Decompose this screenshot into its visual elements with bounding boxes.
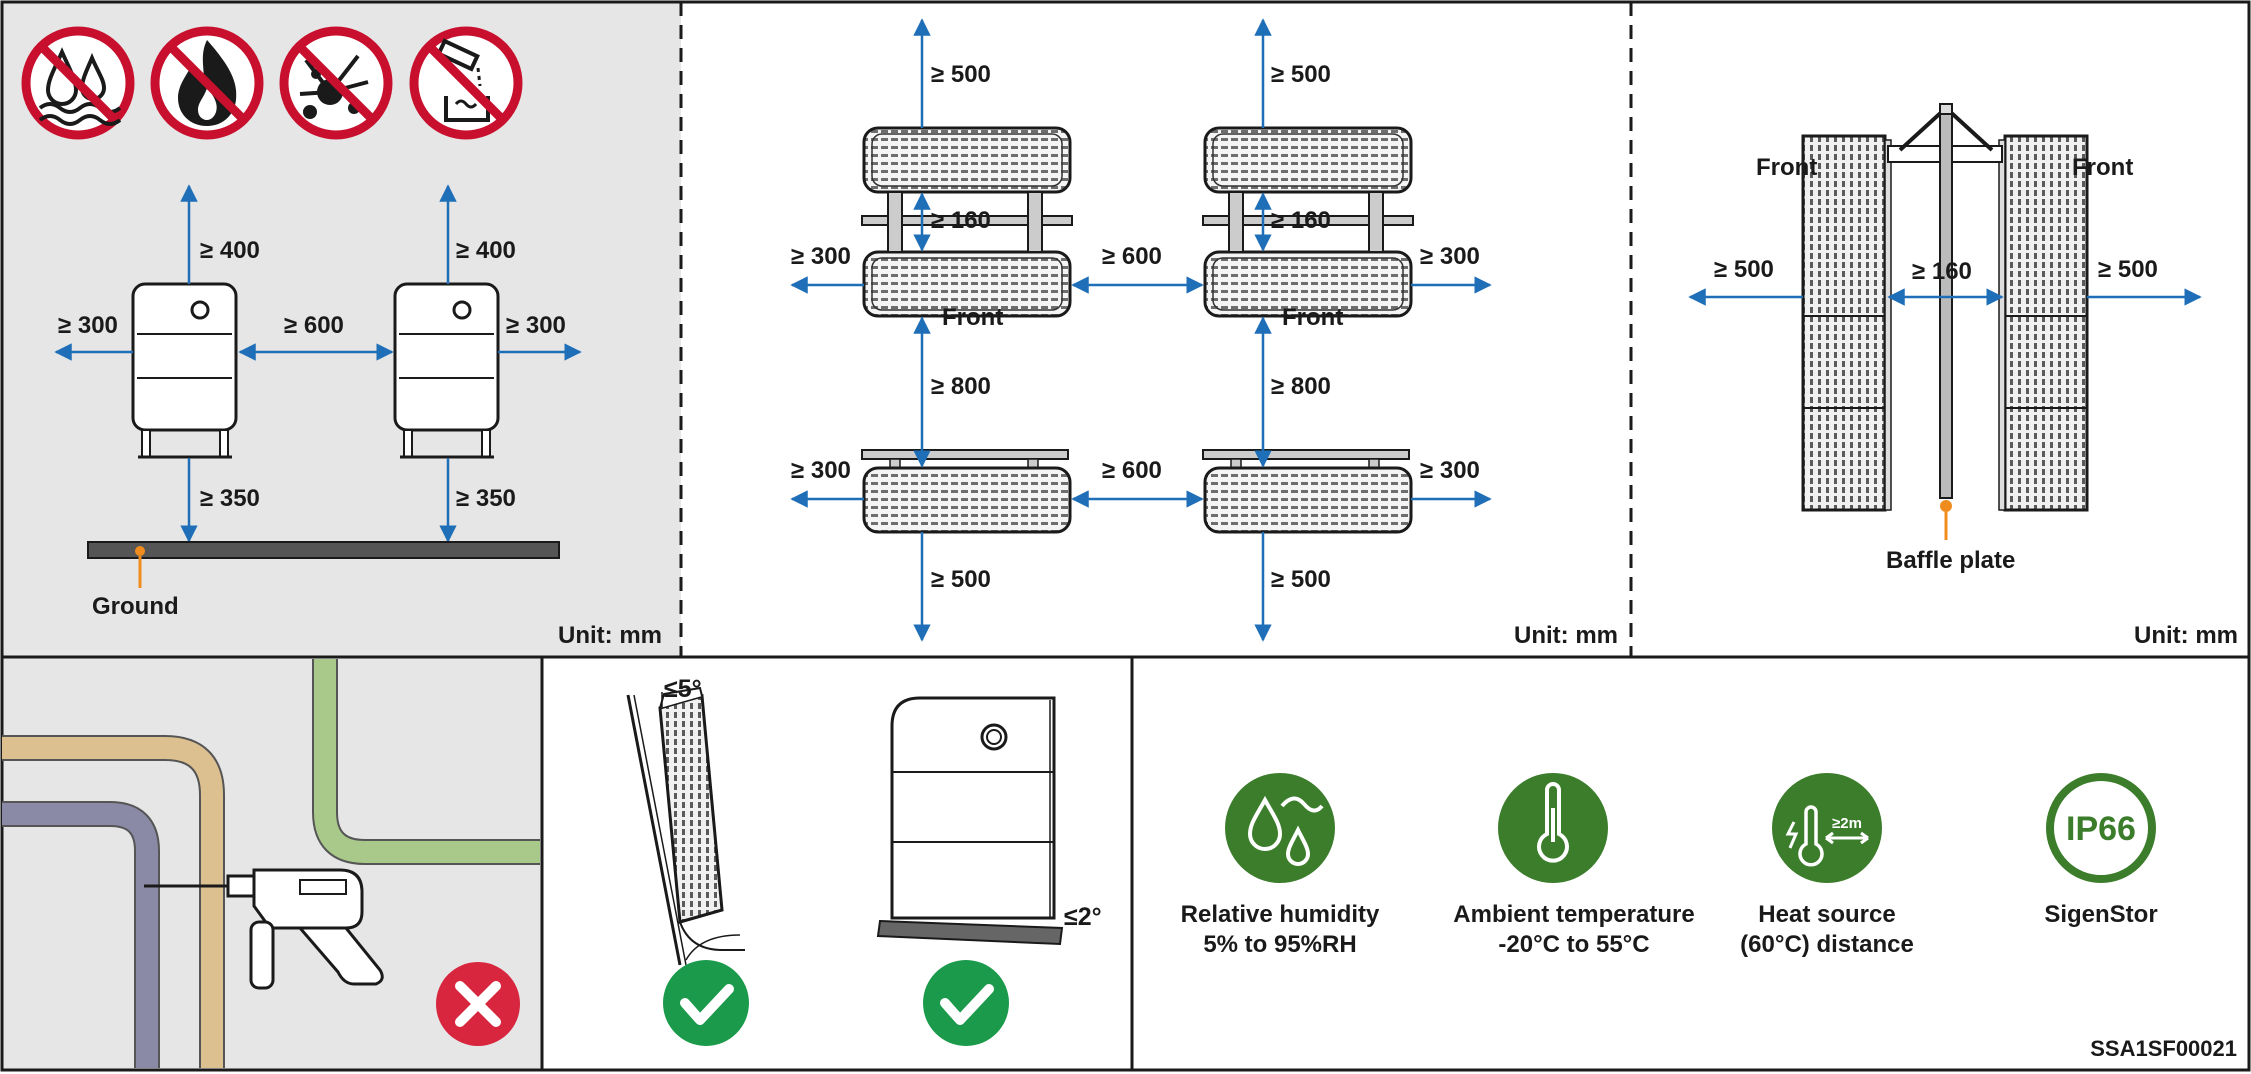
- ground-marker: [135, 546, 145, 556]
- p2-bottom-left-label: ≥ 500: [931, 566, 991, 593]
- p1-top-left-label: ≥ 400: [200, 237, 260, 264]
- ground-bar: [87, 541, 560, 559]
- baffle-unit-left: [1801, 134, 1892, 512]
- p2-middle-right-label: ≥ 800: [1271, 373, 1331, 400]
- fire-prohibited-icon: [150, 26, 264, 140]
- corrosive-prohibited-icon: [409, 26, 523, 140]
- humidity-icon: [1225, 773, 1335, 883]
- p3-unit: Unit: mm: [2134, 622, 2238, 649]
- p2-gap-right-label: ≥ 160: [1271, 207, 1331, 234]
- p1-arrows: [54, 184, 582, 543]
- heat-source-title: Heat source: [1758, 901, 1895, 928]
- wall-unit-left: [131, 282, 238, 459]
- p2-top-left-label: ≥ 500: [931, 61, 991, 88]
- p3-left-label: ≥ 500: [1714, 256, 1774, 283]
- ip66-icon: IP66: [2046, 773, 2156, 883]
- p1-left-label: ≥ 300: [58, 312, 118, 339]
- p1-right-label: ≥ 300: [506, 312, 566, 339]
- p2-middle-left-label: ≥ 800: [931, 373, 991, 400]
- temperature-range: -20°C to 55°C: [1498, 931, 1649, 958]
- p3-front-left-label: Front: [1756, 154, 1817, 181]
- top-view-single-left: [861, 449, 1072, 534]
- baffle-plate: [1887, 103, 2003, 540]
- p2-side-left-label-1: ≥ 300: [791, 243, 851, 270]
- floor-tilt-illustration: [876, 696, 1064, 946]
- p2-side-right-label-2: ≥ 300: [1420, 457, 1480, 484]
- water-prohibited-icon: [21, 26, 135, 140]
- p2-bottom-right-label: ≥ 500: [1271, 566, 1331, 593]
- top-view-single-right: [1202, 449, 1413, 534]
- p2-between-label-2: ≥ 600: [1102, 457, 1162, 484]
- p3-gap-label: ≥ 160: [1912, 258, 1972, 285]
- heat-distance-badge: ≥2m: [1832, 815, 1862, 832]
- p2-top-right-label: ≥ 500: [1271, 61, 1331, 88]
- wall-tilt-illustration: [626, 686, 745, 966]
- heat-source-icon: ≥2m: [1772, 773, 1882, 883]
- wall-unit-right: [393, 282, 500, 459]
- thermometer-icon: [1498, 773, 1608, 883]
- humidity-title: Relative humidity: [1181, 901, 1380, 928]
- top-view-pair-right: [1202, 126, 1414, 318]
- ground-label: Ground: [92, 593, 179, 620]
- p2-gap-left-label: ≥ 160: [931, 207, 991, 234]
- drill-icon: [144, 868, 384, 990]
- baffle-label: Baffle plate: [1886, 547, 2015, 574]
- floor-angle-label: ≤2°: [1064, 903, 1102, 931]
- check-icon-1: [663, 960, 749, 1046]
- pipes-illustration: [2, 659, 540, 1068]
- explosive-prohibited-icon: [279, 26, 393, 140]
- p2-front-left-label: Front: [942, 304, 1003, 331]
- product-name: SigenStor: [2044, 901, 2157, 928]
- top-view-pair-left: [861, 126, 1073, 318]
- ip-rating-badge: IP66: [2066, 810, 2136, 848]
- p1-top-right-label: ≥ 400: [456, 237, 516, 264]
- p1-bottom-right-label: ≥ 350: [456, 485, 516, 512]
- p2-between-label-1: ≥ 600: [1102, 243, 1162, 270]
- baffle-unit-right: [1998, 134, 2089, 512]
- p3-front-right-label: Front: [2072, 154, 2133, 181]
- not-allowed-icon: [436, 962, 520, 1046]
- temperature-title: Ambient temperature: [1453, 901, 1694, 928]
- check-icon-2: [923, 960, 1009, 1046]
- humidity-range: 5% to 95%RH: [1203, 931, 1356, 958]
- p1-bottom-left-label: ≥ 350: [200, 485, 260, 512]
- p2-unit: Unit: mm: [1514, 622, 1618, 649]
- p1-between-label: ≥ 600: [284, 312, 344, 339]
- heat-source-distance: (60°C) distance: [1740, 931, 1914, 958]
- p2-side-left-label-2: ≥ 300: [791, 457, 851, 484]
- p2-side-right-label-1: ≥ 300: [1420, 243, 1480, 270]
- p2-front-right-label: Front: [1282, 304, 1343, 331]
- p1-unit: Unit: mm: [558, 622, 662, 649]
- document-code: SSA1SF00021: [2090, 1036, 2237, 1061]
- p3-right-label: ≥ 500: [2098, 256, 2158, 283]
- p2-arrows: [790, 18, 1492, 642]
- wall-angle-label: ≤5°: [664, 675, 702, 703]
